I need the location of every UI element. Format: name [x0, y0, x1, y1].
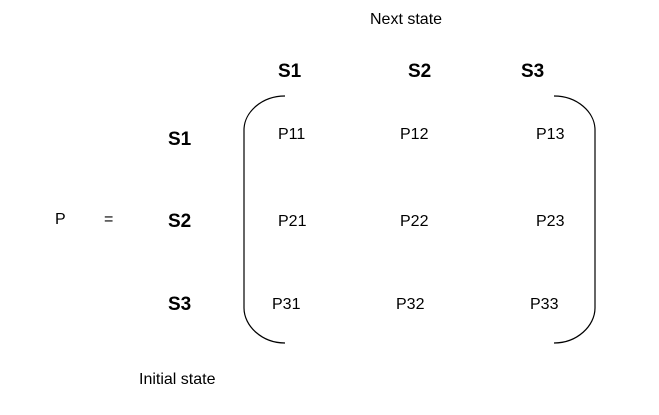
- row-header-s1: S1: [168, 129, 192, 150]
- row-header-s2: S2: [168, 211, 192, 232]
- matrix-cell-p12: P12: [400, 126, 429, 143]
- matrix-cell-p23: P23: [536, 213, 565, 230]
- matrix-cell-p13: P13: [536, 126, 565, 143]
- column-axis-label: Next state: [370, 11, 443, 28]
- equals-sign: =: [104, 211, 114, 228]
- matrix-cell-p33: P33: [530, 296, 559, 313]
- right-bracket: [553, 95, 596, 344]
- matrix-cell-p32: P32: [396, 296, 425, 313]
- left-bracket: [243, 95, 286, 344]
- matrix-name: P: [55, 211, 66, 228]
- column-header-s1: S1: [278, 61, 302, 82]
- matrix-cell-p11: P11: [278, 126, 306, 143]
- row-axis-label: Initial state: [139, 371, 216, 388]
- column-header-s2: S2: [408, 61, 432, 82]
- column-header-s3: S3: [521, 61, 545, 82]
- matrix-cell-p21: P21: [278, 213, 307, 230]
- matrix-cell-p31: P31: [272, 296, 301, 313]
- matrix-cell-p22: P22: [400, 213, 429, 230]
- row-header-s3: S3: [168, 294, 192, 315]
